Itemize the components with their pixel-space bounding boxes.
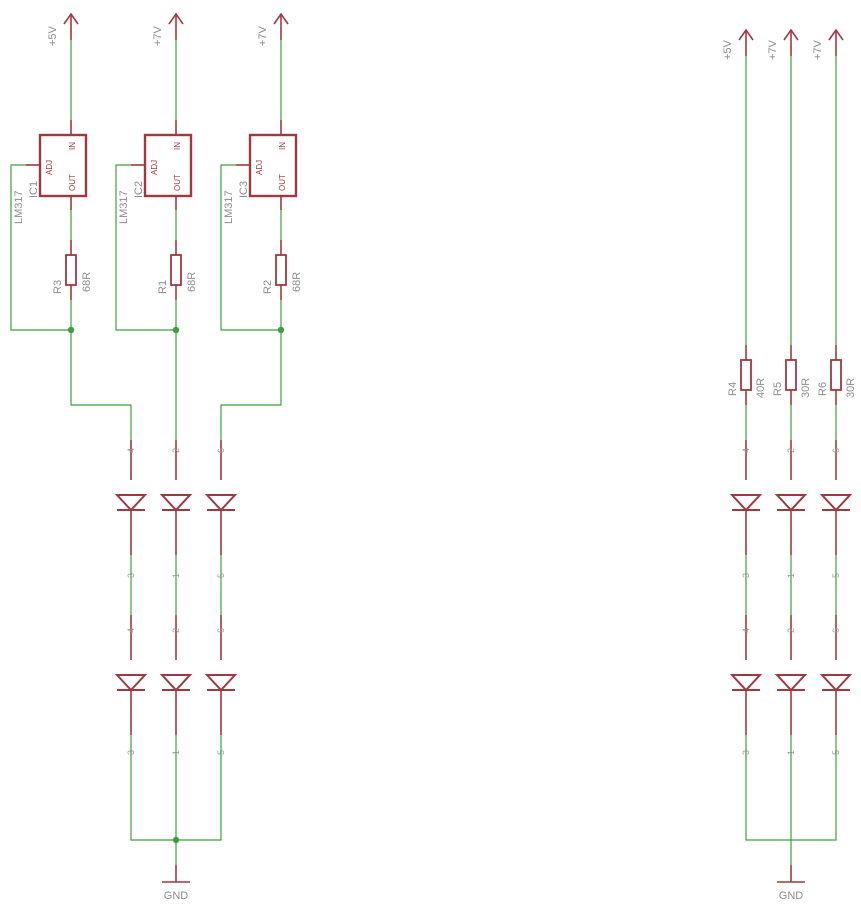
supply-left-2: +7V bbox=[152, 12, 184, 46]
supply-label: +7V bbox=[767, 39, 779, 60]
component-name: R6 bbox=[817, 382, 829, 396]
ground-right: GND bbox=[777, 865, 805, 902]
component-value: 30R bbox=[800, 378, 812, 398]
resistor-r3: R3 68R bbox=[52, 240, 93, 300]
resistor-r4: R4 40R bbox=[727, 345, 767, 405]
led-column-3: 6 5 6 5 bbox=[204, 440, 238, 755]
svg-text:6: 6 bbox=[831, 448, 841, 453]
ground-label: GND bbox=[779, 890, 804, 902]
ground-label: GND bbox=[164, 890, 189, 902]
component-name: IC1 bbox=[28, 181, 40, 198]
supply-label: +7V bbox=[812, 39, 824, 60]
svg-text:IN: IN bbox=[278, 142, 287, 150]
resistor-r6: R6 30R bbox=[817, 345, 857, 405]
svg-text:IN: IN bbox=[68, 142, 77, 150]
svg-text:2: 2 bbox=[171, 448, 181, 453]
component-name: R2 bbox=[262, 280, 274, 294]
svg-text:4: 4 bbox=[741, 448, 751, 453]
component-value: 68R bbox=[186, 272, 198, 292]
component-name: IC2 bbox=[133, 181, 145, 198]
supply-left-3: +7V bbox=[257, 12, 289, 46]
component-value: LM317 bbox=[223, 190, 235, 224]
svg-text:3: 3 bbox=[126, 573, 136, 578]
svg-text:OUT: OUT bbox=[278, 174, 287, 191]
component-name: IC3 bbox=[238, 181, 250, 198]
svg-text:5: 5 bbox=[831, 573, 841, 578]
component-value: 30R bbox=[845, 378, 857, 398]
led-column-5: 2 1 2 1 bbox=[774, 440, 808, 755]
svg-text:1: 1 bbox=[786, 573, 796, 578]
component-name: R3 bbox=[52, 280, 64, 294]
component-value: 40R bbox=[755, 378, 767, 398]
component-value: 68R bbox=[81, 272, 93, 292]
svg-text:2: 2 bbox=[786, 628, 796, 633]
led-column-4: 4 3 4 3 bbox=[729, 440, 763, 755]
regulator-ic2: ADJ IN OUT IC2 LM317 bbox=[118, 120, 193, 224]
supply-label: +7V bbox=[152, 25, 164, 46]
led-column-2: 2 1 2 1 bbox=[159, 440, 193, 755]
svg-text:OUT: OUT bbox=[173, 174, 182, 191]
svg-text:6: 6 bbox=[216, 448, 226, 453]
svg-text:1: 1 bbox=[171, 573, 181, 578]
resistor-r1: R1 68R bbox=[157, 240, 198, 300]
svg-text:ADJ: ADJ bbox=[150, 160, 159, 175]
svg-text:3: 3 bbox=[741, 573, 751, 578]
supply-left-1: +5V bbox=[47, 12, 79, 46]
component-name: R4 bbox=[727, 382, 739, 396]
ground-left: GND bbox=[162, 865, 190, 902]
supply-right-3: +7V bbox=[812, 28, 844, 60]
svg-text:5: 5 bbox=[216, 573, 226, 578]
component-name: R1 bbox=[157, 280, 169, 294]
regulator-ic1: ADJ IN OUT IC1 LM317 bbox=[13, 120, 88, 224]
component-value: LM317 bbox=[118, 190, 130, 224]
resistor-r2: R2 68R bbox=[262, 240, 303, 300]
svg-text:ADJ: ADJ bbox=[45, 160, 54, 175]
supply-label: +5V bbox=[722, 39, 734, 60]
svg-text:ADJ: ADJ bbox=[255, 160, 264, 175]
svg-text:4: 4 bbox=[126, 448, 136, 453]
svg-text:6: 6 bbox=[831, 628, 841, 633]
svg-text:OUT: OUT bbox=[68, 174, 77, 191]
regulator-ic3: ADJ IN OUT IC3 LM317 bbox=[223, 120, 298, 224]
svg-text:4: 4 bbox=[126, 628, 136, 633]
led-column-6: 6 5 6 5 bbox=[819, 440, 853, 755]
supply-label: +5V bbox=[47, 25, 59, 46]
supply-right-2: +7V bbox=[767, 28, 799, 60]
svg-text:2: 2 bbox=[171, 628, 181, 633]
supply-label: +7V bbox=[257, 25, 269, 46]
component-value: 68R bbox=[291, 272, 303, 292]
supply-right-1: +5V bbox=[722, 28, 754, 60]
component-name: R5 bbox=[772, 382, 784, 396]
svg-text:2: 2 bbox=[786, 448, 796, 453]
resistor-r5: R5 30R bbox=[772, 345, 812, 405]
junction-dot bbox=[172, 836, 180, 844]
led-column-1: 4 3 4 3 bbox=[114, 440, 148, 755]
svg-text:6: 6 bbox=[216, 628, 226, 633]
component-value: LM317 bbox=[13, 190, 25, 224]
svg-text:4: 4 bbox=[741, 628, 751, 633]
svg-text:IN: IN bbox=[173, 142, 182, 150]
